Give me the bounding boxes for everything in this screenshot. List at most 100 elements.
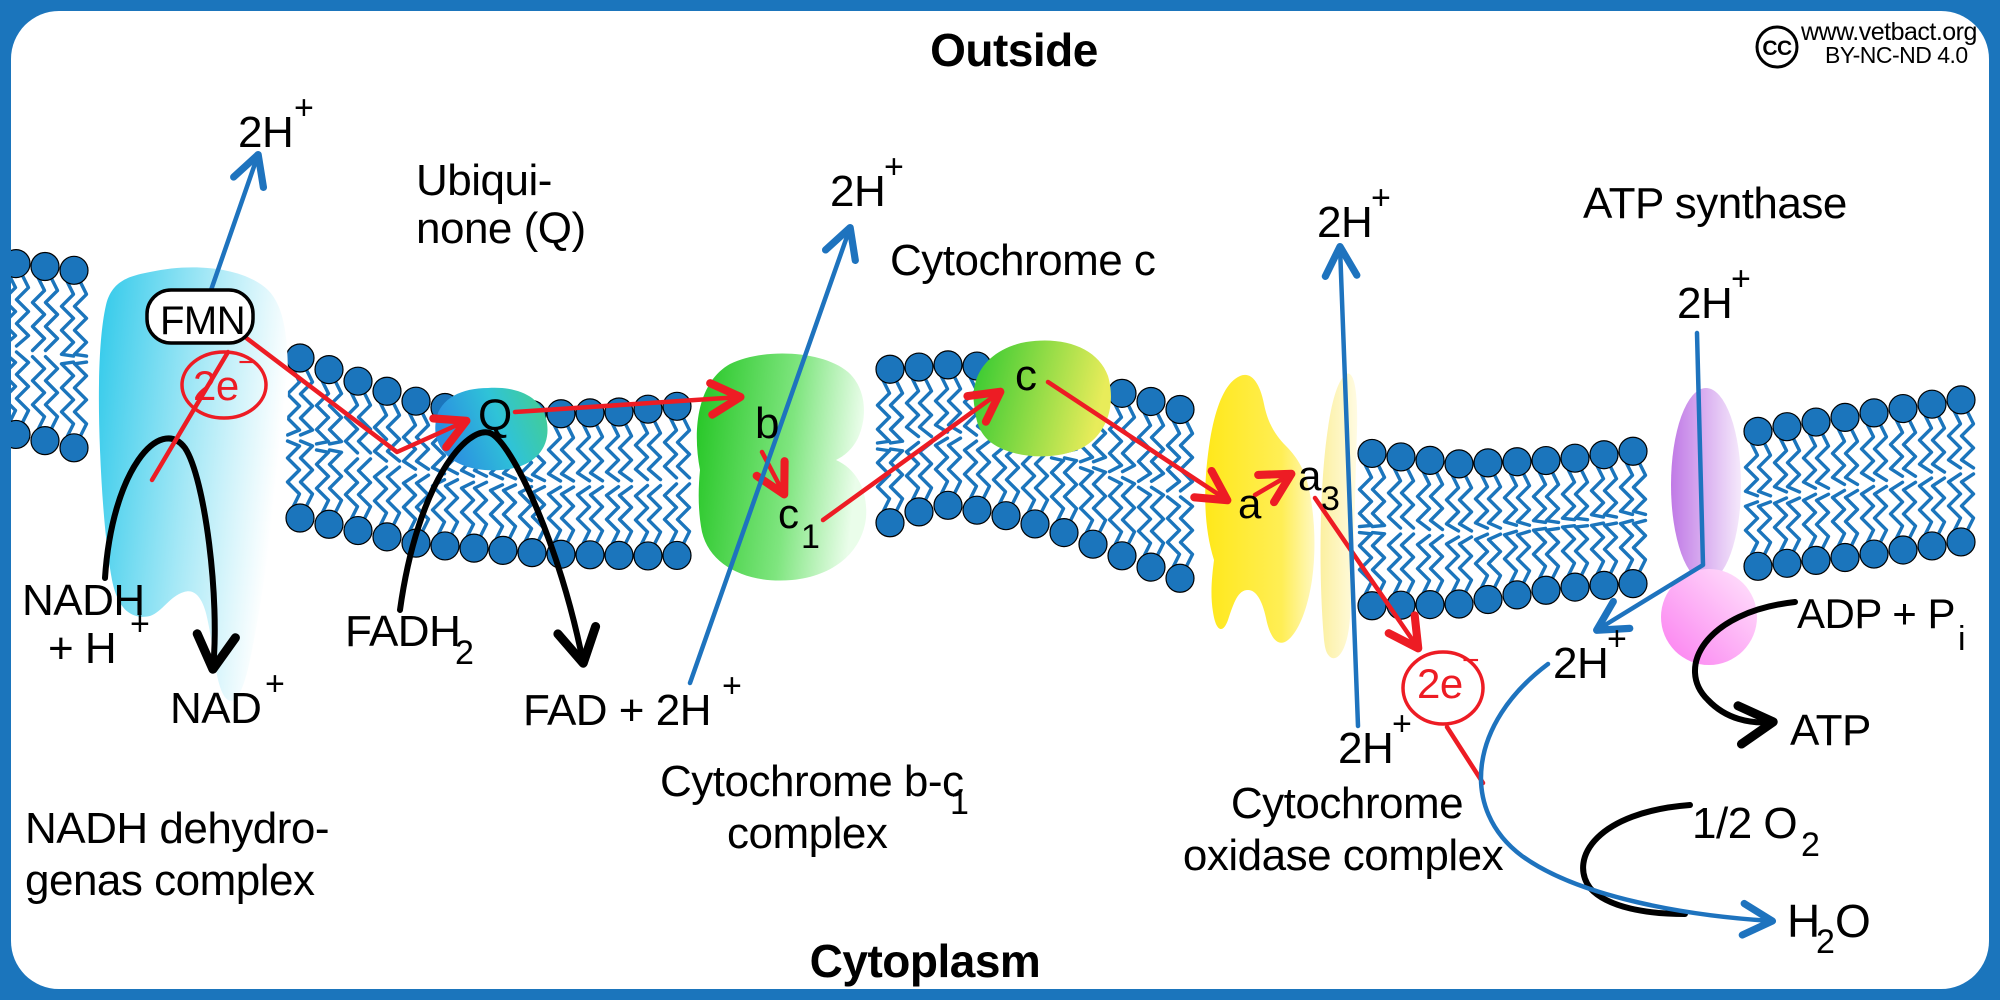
- atp-synthase-stalk-shape: [1671, 388, 1741, 582]
- svg-text:+: +: [294, 89, 313, 127]
- svg-text:+: +: [1371, 179, 1390, 217]
- svg-text:2e: 2e: [1417, 660, 1463, 707]
- electron-pair-circle-left: [180, 350, 268, 420]
- nadh-dehydrogenase-complex-shape: [98, 267, 288, 701]
- svg-text:1/2 O: 1/2 O: [1692, 799, 1797, 848]
- adp-pi-label: ADP + P i: [1797, 590, 1966, 658]
- proton-label-oxidase-top: 2H +: [1317, 179, 1391, 247]
- electron-path-c1-to-c: [820, 387, 1005, 523]
- electron-path-c-to-a: [1045, 379, 1232, 505]
- bc1-complex-label: Cytochrome b-c 1 complex: [660, 757, 969, 858]
- ubiquinone-label-line2: none (Q): [416, 204, 586, 253]
- electron-pair-label-right: 2e −: [1417, 644, 1480, 707]
- svg-text:2H: 2H: [830, 167, 885, 216]
- svg-text:1: 1: [801, 518, 819, 556]
- oxidase-label-line2: oxidase complex: [1183, 831, 1504, 880]
- svg-text:ADP + P: ADP + P: [1797, 590, 1955, 637]
- svg-text:−: −: [1462, 644, 1479, 677]
- atp-synthase-head-shape: [1661, 569, 1757, 665]
- oxygen-reduction-arc: [1580, 802, 1693, 917]
- svg-text:2: 2: [1816, 923, 1834, 961]
- electron-path-b-to-c1: [752, 449, 789, 499]
- atp-synthase-label: ATP synthase: [1583, 179, 1847, 228]
- svg-text:2: 2: [455, 634, 473, 672]
- electron-path-a-to-a3: [1252, 469, 1296, 507]
- electron-path-q-to-b: [512, 379, 745, 419]
- oxidase-label-line1: Cytochrome: [1231, 779, 1463, 828]
- cytoplasm-label: Cytoplasm: [810, 935, 1041, 987]
- svg-text:2H: 2H: [1317, 198, 1372, 247]
- credit-url[interactable]: www.vetbact.org: [1800, 18, 1977, 46]
- nad-label: NAD +: [170, 665, 285, 733]
- cytochrome-c-label: Cytochrome c: [890, 236, 1155, 285]
- svg-text:FAD + 2H: FAD + 2H: [523, 686, 711, 735]
- svg-text:Cytochrome b-c: Cytochrome b-c: [660, 757, 964, 806]
- fadh2-label: FADH 2: [345, 607, 474, 672]
- h2o-label: H 2 O: [1787, 895, 1871, 961]
- cc-icon-text: CC: [1762, 37, 1792, 60]
- a-site-label: a: [1238, 480, 1262, 527]
- svg-text:−: −: [238, 346, 255, 379]
- nadh-to-nad-arrow: [102, 435, 240, 674]
- ubiquinone-label-line1: Ubiqui-: [416, 156, 552, 205]
- fmn-label: FMN: [160, 299, 245, 343]
- svg-text:a: a: [1298, 452, 1322, 499]
- half-o2-label: 1/2 O 2: [1692, 799, 1820, 864]
- cytochrome-c-shape: [973, 340, 1111, 457]
- b-site-label: b: [755, 399, 779, 448]
- q-site-label: Q: [478, 391, 512, 440]
- proton-label-bc1: 2H +: [830, 148, 904, 216]
- atp-label: ATP: [1790, 706, 1871, 755]
- nadh-dehydrogenase-label-line2: genas complex: [25, 856, 315, 905]
- c-site-label: c: [1015, 351, 1037, 400]
- proton-arrow-nadh-complex: [207, 150, 268, 296]
- outside-label: Outside: [930, 24, 1098, 76]
- proton-label-oxidase-bottom: 2H +: [1338, 705, 1412, 773]
- cytochrome-bc1-complex-shape: [696, 353, 867, 581]
- svg-text:3: 3: [1321, 480, 1339, 518]
- svg-text:c: c: [778, 490, 799, 537]
- fadh2-to-fad-arrow: [397, 429, 601, 668]
- svg-text:+ H: + H: [48, 624, 116, 673]
- svg-text:O: O: [1835, 895, 1870, 947]
- proton-arrow-oxidase-complex: [1321, 242, 1361, 729]
- lipid-bilayer-membrane: [11, 249, 1976, 621]
- svg-text:+: +: [130, 605, 149, 643]
- svg-text:2H: 2H: [238, 108, 293, 157]
- fmn-box: [145, 288, 255, 345]
- h-plus-label: + H +: [48, 605, 150, 673]
- svg-text:complex: complex: [727, 809, 888, 858]
- svg-text:H: H: [1787, 895, 1820, 947]
- electron-path-to-oxygen: [1444, 724, 1486, 786]
- svg-text:+: +: [884, 148, 903, 186]
- nadh-dehydrogenase-label-line1: NADH dehydro-: [25, 804, 329, 853]
- svg-text:+: +: [1607, 620, 1626, 658]
- proton-arrow-bc1-complex: [687, 223, 859, 686]
- svg-text:2: 2: [1801, 826, 1819, 864]
- cc-license-icon: [1755, 25, 1799, 69]
- proton-label-nadh: 2H +: [238, 89, 314, 157]
- svg-text:NAD: NAD: [170, 684, 261, 733]
- nadh-label: NADH: [22, 576, 145, 625]
- svg-text:+: +: [265, 665, 284, 703]
- cytochrome-oxidase-complex-shape: [1205, 374, 1315, 643]
- svg-text:2H: 2H: [1338, 724, 1393, 773]
- svg-text:i: i: [1958, 620, 1965, 658]
- svg-text:2H: 2H: [1553, 639, 1608, 688]
- svg-text:2H: 2H: [1677, 279, 1732, 328]
- adp-to-atp-arrow: [1691, 599, 1798, 749]
- fad-label: FAD + 2H +: [523, 667, 742, 735]
- proton-flow-to-water: [1478, 661, 1777, 939]
- electron-path-a3-to-electrons: [1312, 495, 1423, 653]
- credit-license: BY-NC-ND 4.0: [1825, 42, 1968, 68]
- electron-path-fmn-internal: [149, 349, 231, 483]
- svg-text:+: +: [1731, 260, 1750, 298]
- proton-label-synthase-bottom: 2H +: [1553, 620, 1627, 688]
- a3-site-label: a 3: [1298, 452, 1340, 518]
- electron-pair-label-left: 2e −: [193, 346, 256, 409]
- proton-label-synthase-top: 2H +: [1677, 260, 1751, 328]
- c1-site-label: c 1: [778, 490, 820, 556]
- svg-text:2e: 2e: [193, 362, 239, 409]
